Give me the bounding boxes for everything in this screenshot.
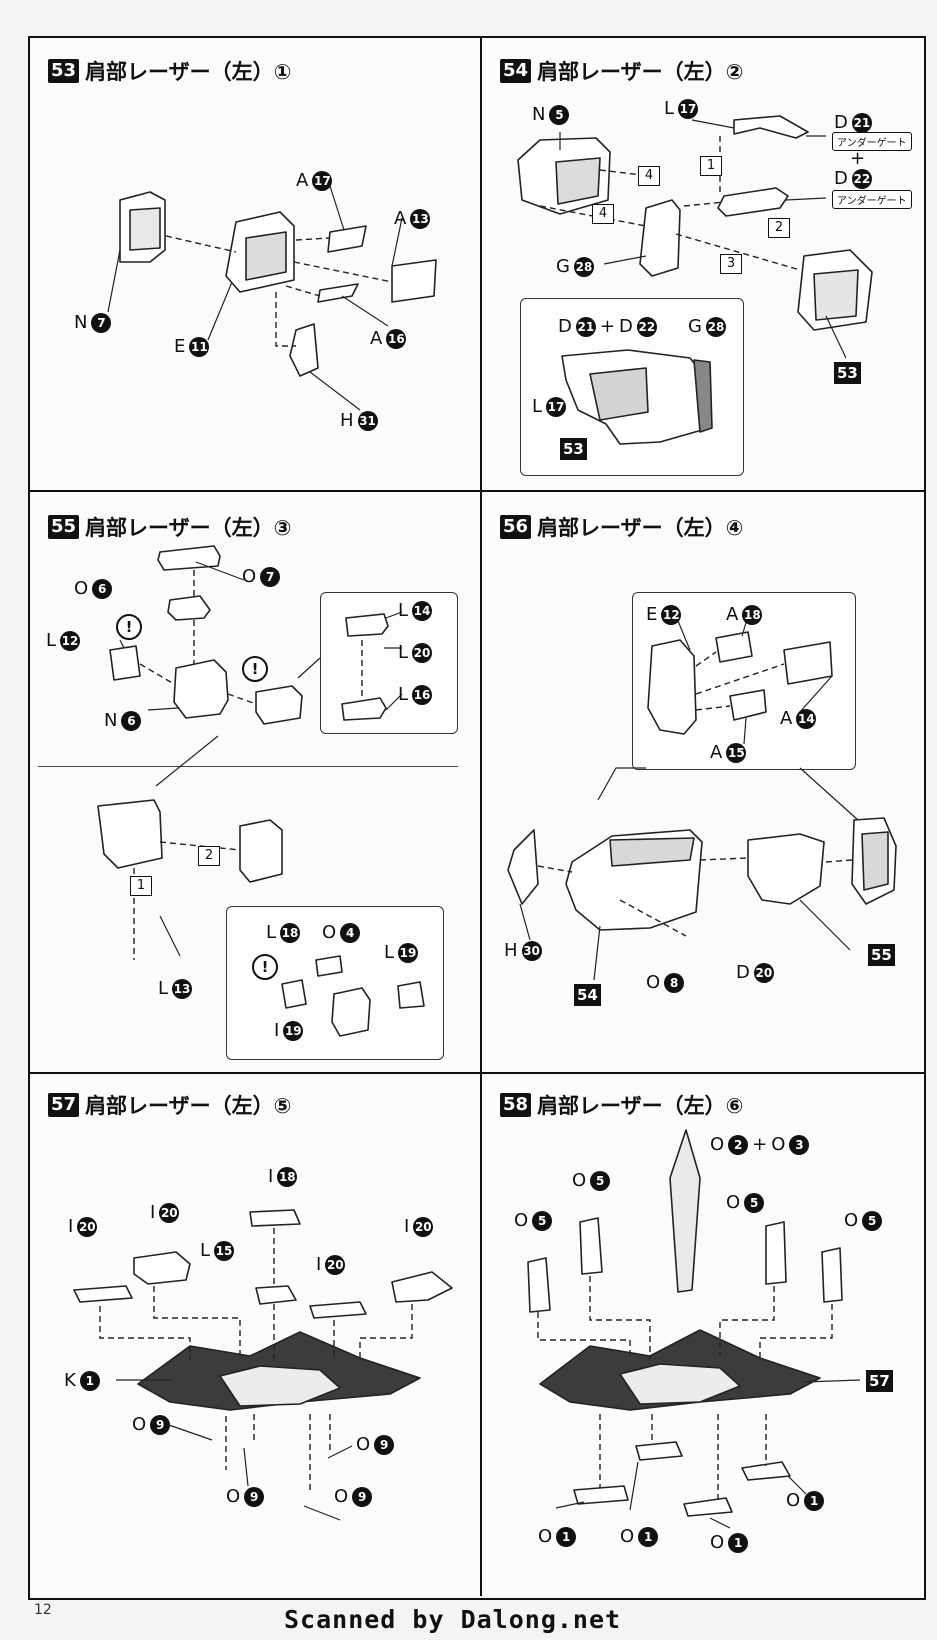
inset-55-detail-a: [320, 592, 458, 734]
order-number: 2: [768, 218, 790, 238]
caution-icon: !: [252, 954, 278, 980]
ref-step-53: 53: [834, 362, 861, 384]
ref-step-57: 57: [866, 1370, 893, 1392]
under-gate-tag: アンダーゲート: [832, 190, 912, 209]
caution-icon: !: [242, 656, 268, 682]
instruction-frame: [28, 36, 926, 1600]
order-number: 1: [700, 156, 722, 176]
sub-divider: [38, 766, 458, 767]
row-divider-1: [28, 490, 924, 492]
order-number: 2: [198, 846, 220, 866]
column-divider: [480, 36, 482, 1596]
order-number: 3: [720, 254, 742, 274]
ref-step-53-inset: 53: [560, 438, 587, 460]
row-divider-2: [28, 1072, 924, 1074]
page-number: 12: [34, 1602, 52, 1618]
order-number: 4: [592, 204, 614, 224]
order-number: 4: [638, 166, 660, 186]
plus-sign: +: [850, 148, 866, 169]
order-number: 1: [130, 876, 152, 896]
scan-credit: Scanned by Dalong.net: [284, 1605, 622, 1634]
caution-icon: !: [116, 614, 142, 640]
ref-step-54: 54: [574, 984, 601, 1006]
ref-step-55: 55: [868, 944, 895, 966]
under-gate-tag: アンダーゲート: [832, 132, 912, 151]
inset-55-detail-b: [226, 906, 444, 1060]
